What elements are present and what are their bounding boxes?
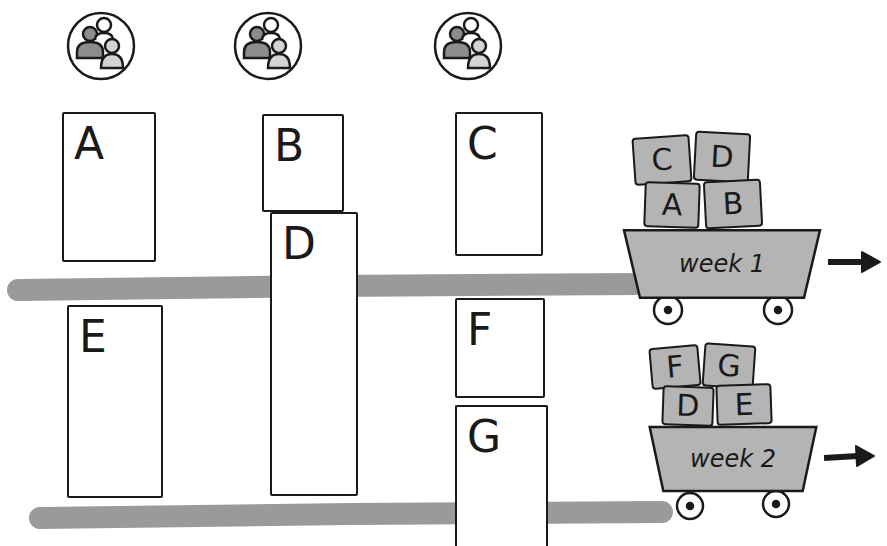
task-box: G (455, 405, 548, 546)
wheel-hub (687, 503, 693, 509)
cart-block: G (702, 342, 757, 390)
arrow-head (856, 446, 874, 466)
release-cart: week 2 (648, 425, 818, 493)
cart-body (624, 230, 820, 298)
task-label: G (457, 407, 546, 459)
cart-wheel (763, 491, 789, 517)
cart-wheel (764, 296, 792, 324)
ship-arrow (828, 259, 864, 265)
team-icon (235, 13, 301, 79)
team-icon (68, 13, 134, 79)
cart-block: F (648, 344, 701, 390)
task-box: F (455, 298, 545, 398)
block-label: A (661, 190, 683, 221)
cart-body (650, 427, 817, 491)
cart-block: E (715, 383, 772, 426)
cart-block: A (643, 181, 701, 229)
ship-arrow (824, 252, 880, 466)
ship-arrow (824, 456, 858, 458)
block-label: D (676, 391, 700, 422)
week-band (40, 512, 662, 518)
task-box: A (62, 112, 156, 262)
task-label: A (64, 114, 154, 166)
block-label: B (722, 188, 744, 219)
task-label: B (264, 116, 342, 168)
task-box: C (455, 112, 543, 256)
cart-block: B (703, 179, 763, 230)
task-label: D (272, 214, 356, 266)
cart-block: C (631, 134, 692, 186)
cart-label: week 2 (690, 447, 776, 471)
block-label: G (716, 350, 741, 382)
wheel-hub (775, 307, 781, 313)
wheel-hub (665, 307, 671, 313)
wheel-hub (773, 501, 779, 507)
task-box: D (270, 212, 358, 496)
block-label: E (734, 389, 754, 420)
block-label: F (665, 351, 685, 382)
cart-block: D (661, 385, 714, 427)
cart-wheel (677, 493, 703, 519)
task-box: E (67, 305, 163, 498)
task-label: E (69, 307, 161, 359)
cart-block: D (693, 131, 752, 184)
arrow-head (862, 252, 880, 272)
task-box: B (262, 114, 344, 212)
task-label: F (457, 300, 543, 352)
release-cart: week 1 (622, 228, 822, 300)
block-label: D (710, 141, 735, 172)
team-icon (435, 13, 501, 79)
cart-wheel (654, 296, 682, 324)
block-label: C (650, 144, 673, 175)
task-label: C (457, 114, 541, 166)
cart-label: week 1 (679, 252, 765, 276)
team-icon (68, 13, 501, 79)
